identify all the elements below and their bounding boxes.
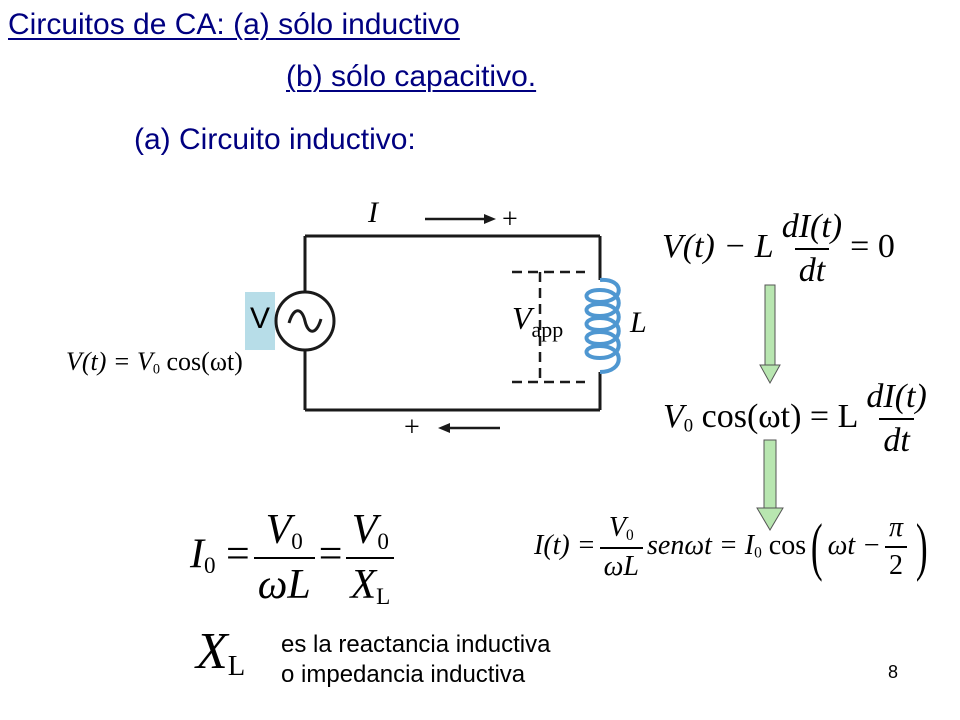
source-eq-rhs: cos(ωt) — [166, 347, 243, 376]
current-lhs: I(t) = — [534, 529, 596, 561]
source-eq-lhs: V(t) = V — [66, 347, 153, 376]
source-voltage-equation: V(t) = V0 cos(ωt) — [66, 347, 243, 379]
amp-f1-num: V — [265, 507, 292, 554]
inductor-label: L — [630, 306, 647, 339]
current-mid-sub: 0 — [754, 544, 762, 562]
amp-eq2: = — [318, 531, 343, 578]
kirchhoff-num: dI(t) — [781, 208, 843, 245]
caption-line2: o impedancia inductiva — [281, 661, 526, 688]
amp-lhs-sub: 0 — [204, 552, 216, 579]
amp-f1-den: ωL — [253, 557, 315, 609]
amp-f2-num: V — [351, 507, 378, 553]
kirchhoff-rhs: = 0 — [850, 227, 895, 265]
step2-den: dt — [879, 418, 914, 460]
pi-den: 2 — [885, 546, 908, 582]
amp-eq1: = — [226, 531, 250, 578]
reactance-caption: es la reactancia inductiva o impedancia … — [281, 630, 550, 690]
amp-f2-den-sub: L — [376, 582, 391, 609]
kirchhoff-lhs: V(t) − L — [662, 227, 774, 265]
left-paren: ( — [810, 511, 823, 583]
pi-num: π — [889, 512, 904, 544]
current-num-sub: 0 — [626, 526, 634, 544]
amp-lhs: I — [190, 531, 204, 578]
step2-lhs: V — [663, 397, 684, 435]
current-cos: cos — [768, 529, 807, 561]
current-arrow-top-head — [484, 214, 496, 224]
current-den: ωL — [599, 546, 643, 583]
reactance-sub: L — [227, 651, 246, 683]
vapp-subscript: app — [531, 317, 564, 342]
amp-f2-num-sub: 0 — [377, 527, 389, 554]
amp-f2-den: X — [350, 561, 377, 608]
flow-arrow-1-shaft — [764, 284, 776, 366]
kirchhoff-den: dt — [794, 248, 830, 290]
flow-arrow-1-head — [759, 364, 781, 385]
current-mid: senωt = I — [647, 529, 755, 561]
section-subtitle: (a) Circuito inductivo: — [134, 123, 416, 156]
current-inner: ωt − — [827, 529, 882, 561]
vapp-main: V — [512, 300, 532, 336]
page-number: 8 — [888, 662, 899, 682]
reactance-main: X — [196, 623, 228, 680]
current-arrow-bottom-head — [438, 423, 450, 433]
slide-title-line2: (b) sólo capacitivo. — [286, 60, 537, 93]
step2-mid: cos(ωt) = L — [701, 397, 859, 435]
inductor-coil — [584, 277, 621, 374]
source-label: V — [250, 302, 271, 335]
vapp-label: Vapp — [512, 300, 563, 343]
source-label-highlight — [245, 292, 275, 350]
slide-title-line1: Circuitos de CA: (a) sólo inductivo — [8, 8, 460, 41]
right-paren: ) — [915, 511, 928, 583]
flow-arrow-2-head — [756, 507, 784, 531]
plus-sign-bottom: + — [404, 412, 420, 443]
current-num: V — [608, 512, 627, 543]
step2-sub: 0 — [683, 415, 694, 437]
amp-f1-num-sub: 0 — [291, 528, 303, 555]
caption-line1: es la reactancia inductiva — [281, 631, 551, 658]
source-eq-sub: 0 — [152, 361, 161, 378]
reactance-symbol: XL — [196, 622, 245, 683]
plus-sign-top: + — [502, 204, 518, 235]
current-label: I — [368, 196, 378, 229]
ac-source-wave — [287, 309, 323, 333]
step2-num: dI(t) — [866, 378, 927, 415]
